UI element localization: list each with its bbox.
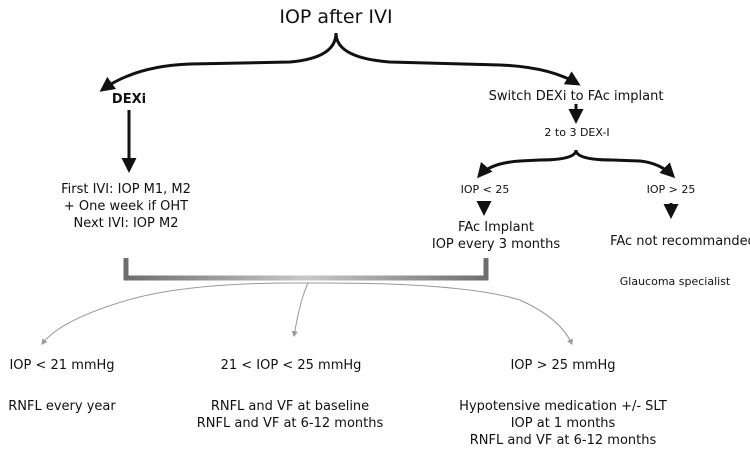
- second-brace-right: [574, 149, 676, 179]
- node-iop-gt-25: IOP > 25: [646, 183, 696, 196]
- outcome-details: RNFL every year: [8, 398, 115, 415]
- node-fac-implant: FAc Implant IOP every 3 months: [432, 219, 560, 253]
- outcome-heading: IOP < 21 mmHg: [9, 358, 115, 373]
- outcome-heading: IOP > 25 mmHg: [510, 358, 616, 373]
- second-brace: [477, 149, 578, 179]
- node-glaucoma: Glaucoma specialist: [619, 275, 731, 288]
- node-switch: Switch DEXi to FAc implant: [488, 89, 664, 104]
- outcome-details: Hypotensive medication +/- SLT IOP at 1 …: [459, 398, 667, 449]
- first-ivi-line: Next IVI: IOP M2: [73, 216, 179, 231]
- branch-right: [307, 282, 573, 346]
- branch-left: [41, 282, 309, 345]
- outcome-detail-line: RNFL and VF at 6-12 months: [196, 416, 384, 431]
- node-dex-count: 2 to 3 DEX-I: [544, 126, 610, 139]
- first-ivi-line: + One week if OHT: [63, 199, 189, 214]
- node-fac-not: FAc not recommanded: [610, 234, 750, 249]
- top-brace-right: [334, 32, 581, 86]
- outcome-details: RNFL and VF at baseline RNFL and VF at 6…: [197, 398, 384, 432]
- outcome-detail-line: IOP at 1 months: [510, 416, 616, 431]
- fac-implant-line: FAc Implant: [458, 220, 534, 235]
- outcome-detail-line: Hypotensive medication +/- SLT: [459, 399, 667, 414]
- title: IOP after IVI: [279, 6, 393, 28]
- merge-bracket: [123, 258, 489, 281]
- outcome-heading: 21 < IOP < 25 mmHg: [220, 358, 362, 373]
- top-brace: [99, 32, 338, 92]
- fac-implant-line: IOP every 3 months: [431, 237, 561, 252]
- outcome-detail-line: RNFL and VF at 6-12 months: [469, 433, 657, 448]
- node-iop-lt-25: IOP < 25: [460, 183, 510, 196]
- node-dexi: DEXi: [111, 92, 147, 107]
- outcome-detail-line: RNFL and VF at baseline: [210, 399, 370, 414]
- outcome-detail-line: RNFL every year: [8, 399, 116, 414]
- first-ivi-line: First IVI: IOP M1, M2: [61, 182, 191, 197]
- branch-middle: [291, 282, 309, 338]
- node-first-ivi: First IVI: IOP M1, M2 + One week if OHT …: [61, 181, 191, 232]
